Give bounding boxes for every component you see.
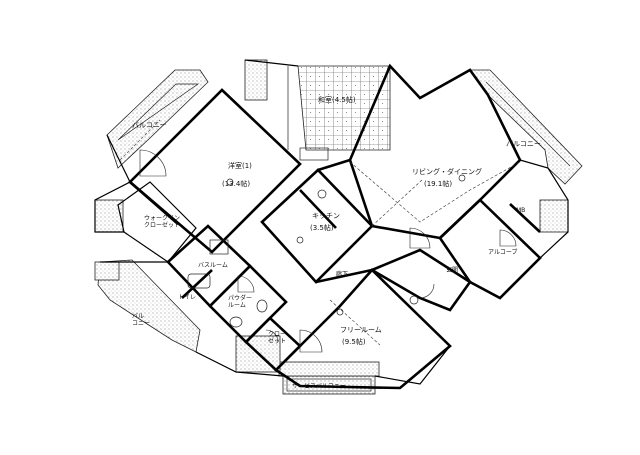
label-toilet: トイレ [178,294,196,301]
label-bedroom: 洋室(1) [228,161,252,170]
label-hallway: 廊下 [336,270,348,278]
label-closet: クローゼット [268,331,286,345]
label-kitchen-size: (3.5帖) [310,223,334,232]
label-entrance: 玄関 [446,266,458,274]
exterior-stipple [94,59,569,373]
label-living-dining: リビング・ダイニング [412,167,482,176]
door-swings [139,149,517,353]
label-alcove-mb: MB [516,207,525,214]
label-balcony-left: バルコニー [132,121,167,130]
label-powder-room: パウダールーム [228,294,252,309]
balcony-left-area [106,69,209,169]
label-japanese-room: 和室(4.5帖) [318,95,356,104]
dashed-lines [119,119,521,346]
label-service-balcony: サービスバルコニー [292,382,346,390]
label-balcony-right: バルコニー [506,140,541,148]
label-living-dining-size: (19.1帖) [424,179,452,188]
label-free-room: フリールーム [340,326,382,334]
label-walkin-closet: ウォークインクローゼット [144,214,180,229]
label-alcove: アルコーブ [488,248,517,256]
fixtures [187,147,466,328]
label-free-room-size: (9.5帖) [342,337,366,346]
label-bedroom-size: (13.4帖) [222,179,250,188]
balcony-right-area [469,69,583,185]
japanese-room-area [287,65,391,151]
label-balcony-lower-left: バルコニー [132,313,150,327]
label-bath-room: バスルーム [198,262,228,269]
balcony-lower-left-area [97,259,201,353]
label-kitchen: キッチン [312,212,340,220]
